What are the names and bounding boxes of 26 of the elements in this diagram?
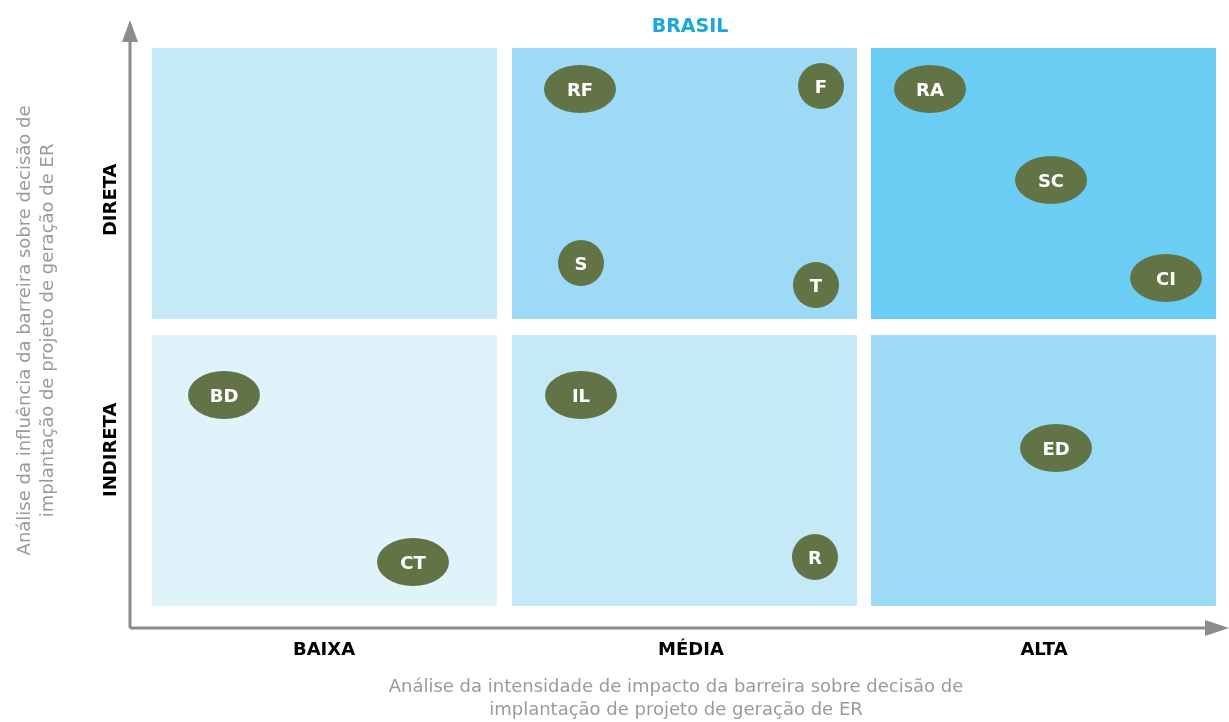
barrier-ellipse: ED [1020,424,1092,472]
quadrant-panel [871,48,1216,319]
quadrant-panel [512,48,857,319]
barrier-ellipse: CI [1130,254,1202,302]
barrier-ellipse: RF [544,65,616,113]
quadrant-panel [512,335,857,606]
axis-title: Análise da intensidade de impacto da barreira sobre decisão de implantação de projeto de geração de ER [387,673,965,721]
chart-title: BRASIL [650,14,730,36]
quadrant-panel [152,335,497,606]
barrier-ellipse: T [793,262,839,308]
quadrant-panel [871,335,1216,606]
row-label: INDIRETA [99,401,121,500]
axis-title: Análise da influência da barreira sobre decisão de implantação de projeto de geração de ER [11,104,58,557]
barrier-ellipse: BD [188,371,260,419]
barrier-ellipse: SC [1015,156,1087,204]
barrier-ellipse: IL [545,371,617,419]
barrier-ellipse: S [558,240,604,286]
column-label: ALTA [1019,638,1069,660]
row-label: DIRETA [99,162,121,239]
column-label: BAIXA [291,638,357,660]
barrier-ellipse: F [798,63,844,109]
barrier-ellipse: CT [377,538,449,586]
barrier-ellipse: RA [894,65,966,113]
quadrant-panel [152,48,497,319]
barrier-ellipse: R [792,534,838,580]
column-label: MÉDIA [657,638,725,660]
